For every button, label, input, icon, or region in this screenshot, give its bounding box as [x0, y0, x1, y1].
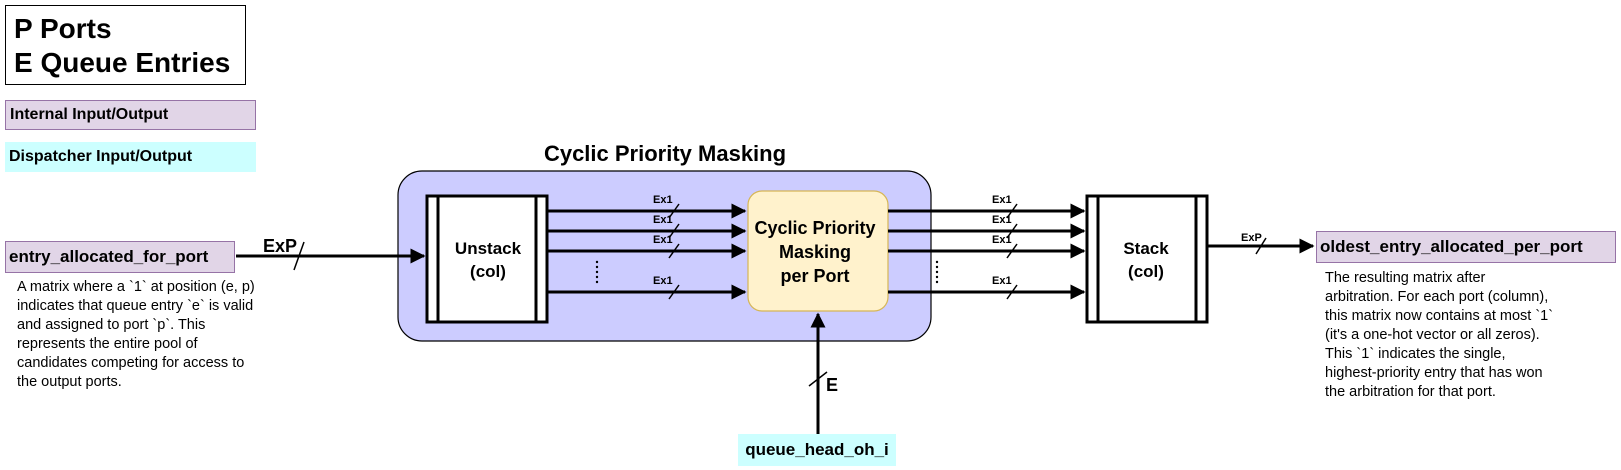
lane-wires-out [888, 203, 1086, 300]
input-bus-width: ExP [263, 236, 298, 256]
lane-width-label: Ex1 [653, 234, 673, 246]
module-title: Cyclic Priority Masking [543, 141, 787, 166]
legend-dispatcher-io: Dispatcher Input/Output [5, 142, 256, 172]
legend-internal-io: Internal Input/Output [5, 100, 256, 130]
input-bus-wire [236, 241, 426, 271]
lane-width-label: Ex1 [653, 275, 673, 287]
parameters-box: P Ports E Queue Entries [5, 5, 246, 85]
lane-wires-in [547, 203, 747, 300]
lane-width-label: Ex1 [992, 275, 1012, 287]
unstack-block [425, 194, 549, 324]
unstack-label: Unstack (col) [454, 239, 522, 281]
lane-width-label: Ex1 [992, 214, 1012, 226]
ports-param: P Ports [14, 13, 112, 44]
queue-head-signal-label: queue_head_oh_i [738, 434, 896, 466]
queue-head-bus-wire [808, 312, 828, 434]
lane-ellipsis-out [935, 260, 939, 284]
output-signal-label: oldest_entry_allocated_per_port [1316, 231, 1616, 263]
lane-width-label: Ex1 [992, 194, 1012, 206]
lane-ellipsis-in [595, 260, 599, 284]
input-description: A matrix where a `1` at position (e, p) … [17, 279, 255, 390]
output-bus-width: ExP [1241, 232, 1262, 244]
lane-width-label: Ex1 [653, 214, 673, 226]
lane-width-ticks-in [668, 203, 680, 300]
core-label: Cyclic Priority Masking per Port [754, 218, 876, 286]
entries-param: E Queue Entries [14, 47, 231, 78]
output-bus-wire [1207, 237, 1315, 255]
stack-block [1085, 194, 1209, 324]
output-description: The resulting matrix after arbitration. … [1325, 270, 1554, 400]
stack-label: Stack (col) [1123, 239, 1169, 281]
lane-width-label: Ex1 [992, 234, 1012, 246]
lane-width-ticks-out [1006, 203, 1018, 300]
input-signal-label: entry_allocated_for_port [5, 241, 235, 273]
lane-width-label: Ex1 [653, 194, 673, 206]
queue-head-bus-width: E [826, 375, 839, 395]
